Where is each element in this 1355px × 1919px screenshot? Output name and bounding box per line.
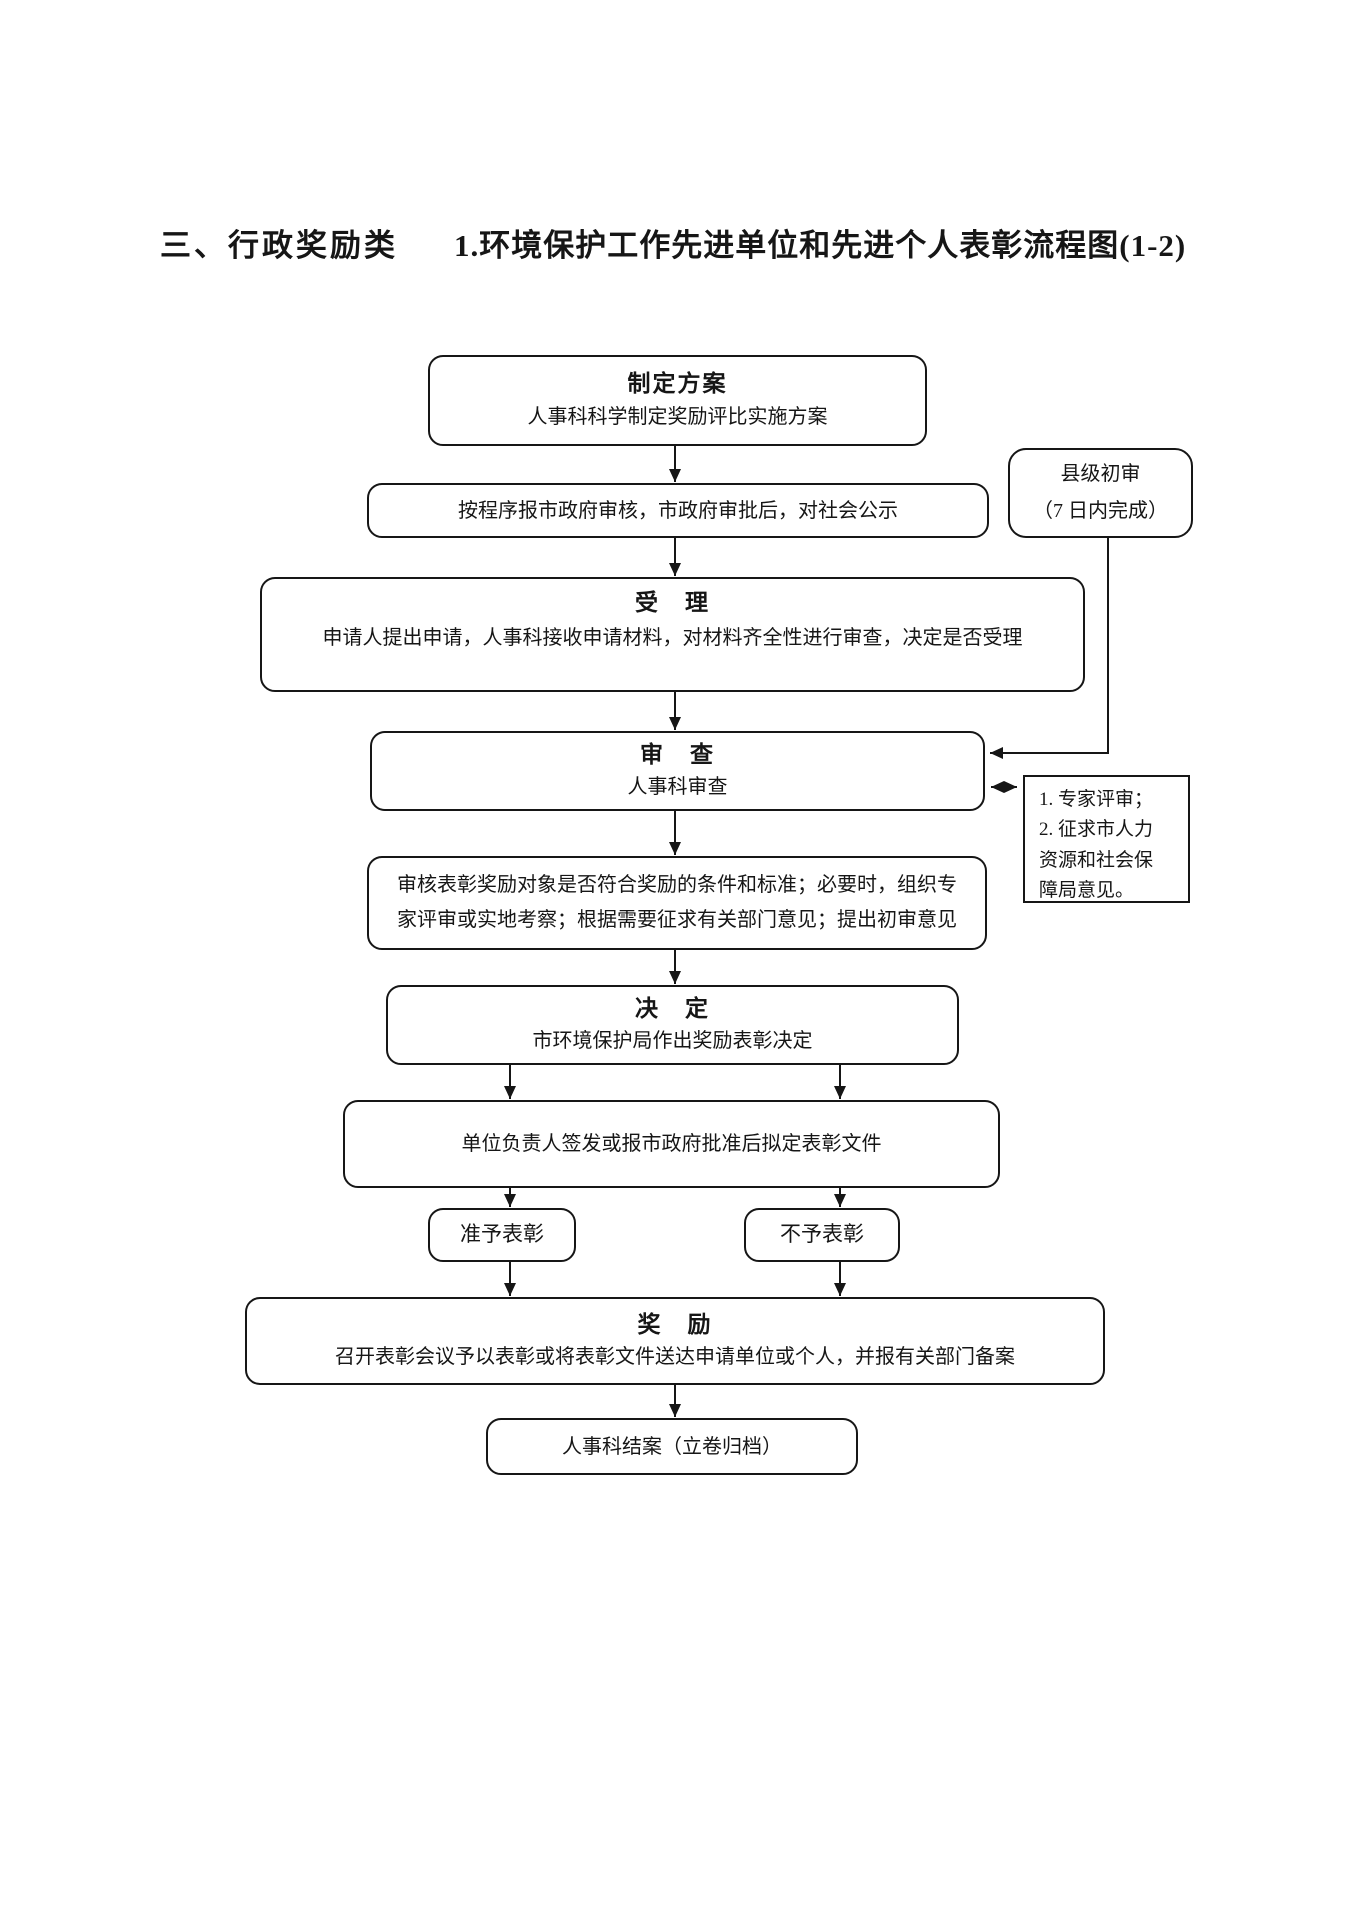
node-grant-commendation-label: 准予表彰 <box>460 1222 544 1247</box>
node-make-plan-body: 人事科科学制定奖励评比实施方案 <box>527 406 828 429</box>
node-expert-item1: 1. 专家评审； <box>1039 789 1154 810</box>
node-decision-title: 决 定 <box>635 995 710 1021</box>
node-report-publicity-body: 按程序报市政府审核，市政府审批后，对社会公示 <box>458 499 898 522</box>
page-title-section: 三、行政奖励类 <box>160 228 398 263</box>
node-deny-commendation: 不予表彰 <box>744 1208 900 1262</box>
node-review-title: 审 查 <box>640 741 715 767</box>
node-report-publicity: 按程序报市政府审核，市政府审批后，对社会公示 <box>367 483 989 538</box>
node-review-body: 人事科审查 <box>627 776 728 799</box>
node-deny-commendation-label: 不予表彰 <box>780 1222 864 1247</box>
node-decision-body: 市环境保护局作出奖励表彰决定 <box>532 1030 813 1053</box>
node-award: 奖 励 召开表彰会议予以表彰或将表彰文件送达申请单位或个人，并报有关部门备案 <box>245 1297 1105 1385</box>
node-acceptance-title: 受 理 <box>635 590 710 615</box>
node-make-plan: 制定方案 人事科科学制定奖励评比实施方案 <box>428 355 927 446</box>
node-eligibility-check-body: 审核表彰奖励对象是否符合奖励的条件和标准；必要时，组织专家评审或实地考察；根据需… <box>397 874 957 931</box>
node-county-line1: 县级初审 <box>1060 463 1141 485</box>
node-award-title: 奖 励 <box>637 1312 713 1338</box>
node-case-closing: 人事科结案（立卷归档） <box>486 1418 858 1475</box>
node-award-body: 召开表彰会议予以表彰或将表彰文件送达申请单位或个人，并报有关部门备案 <box>335 1345 1015 1368</box>
node-expert-item2: 2. 征求市人力资源和社会保障局意见。 <box>1039 819 1154 902</box>
node-decision: 决 定 市环境保护局作出奖励表彰决定 <box>386 985 959 1065</box>
node-sign-document-body: 单位负责人签发或报市政府批准后拟定表彰文件 <box>461 1133 882 1155</box>
node-county-line2: （7 日内完成） <box>1033 500 1168 522</box>
node-acceptance-body: 申请人提出申请，人事科接收申请材料，对材料齐全性进行审查，决定是否受理 <box>322 626 1023 649</box>
node-make-plan-title: 制定方案 <box>627 370 728 396</box>
node-expert-consultation: 1. 专家评审； 2. 征求市人力资源和社会保障局意见。 <box>1023 775 1190 903</box>
node-case-closing-body: 人事科结案（立卷归档） <box>562 1435 782 1458</box>
connector-county-to-review <box>990 538 1109 759</box>
node-sign-document: 单位负责人签发或报市政府批准后拟定表彰文件 <box>343 1100 1000 1188</box>
page-title-main: 1.环境保护工作先进单位和先进个人表彰流程图(1-2) <box>454 228 1187 263</box>
node-county-preliminary-review: 县级初审 （7 日内完成） <box>1008 448 1193 538</box>
node-review: 审 查 人事科审查 <box>370 731 985 811</box>
node-grant-commendation: 准予表彰 <box>428 1208 576 1262</box>
node-acceptance: 受 理 申请人提出申请，人事科接收申请材料，对材料齐全性进行审查，决定是否受理 <box>260 577 1085 692</box>
node-eligibility-check: 审核表彰奖励对象是否符合奖励的条件和标准；必要时，组织专家评审或实地考察；根据需… <box>367 856 987 950</box>
page-title: 三、行政奖励类 1.环境保护工作先进单位和先进个人表彰流程图(1-2) <box>160 220 1186 265</box>
